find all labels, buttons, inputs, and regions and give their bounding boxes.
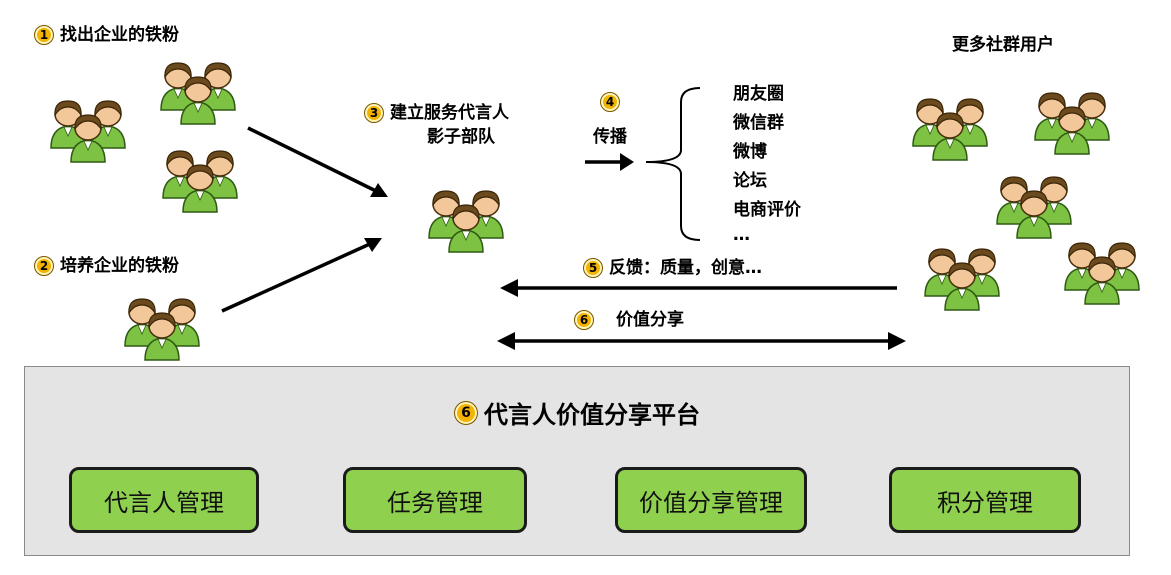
step4-number-badge: 4 xyxy=(600,92,620,112)
channel-item: 电商评价 xyxy=(733,200,801,220)
arrow-spread xyxy=(585,153,634,171)
step3-label: 3 建立服务代言人 xyxy=(364,102,509,124)
step1-number-badge: 1 xyxy=(34,25,54,45)
people-group-icon xyxy=(125,299,199,360)
people-group-icon xyxy=(163,151,237,212)
step5-text: 反馈：质量，创意… xyxy=(609,258,762,278)
channel-item: 微信群 xyxy=(733,113,784,133)
channel-item: 论坛 xyxy=(733,171,767,191)
step4-text: 传播 xyxy=(593,127,627,147)
platform-number-badge: 6 xyxy=(454,400,478,425)
step5-number-badge: 5 xyxy=(583,258,603,278)
arrow-find-to-team xyxy=(247,126,388,197)
channels-brace xyxy=(645,87,701,241)
arrow-train-to-team xyxy=(221,238,382,313)
platform-title-text: 代言人价值分享平台 xyxy=(484,401,700,429)
step3-number-badge: 3 xyxy=(364,103,384,123)
module-spokesperson-mgmt[interactable]: 代言人管理 xyxy=(69,467,259,533)
channel-item: … xyxy=(733,225,750,245)
channel-list: 朋友圈 微信群 微博 论坛 电商评价 … xyxy=(733,80,801,245)
module-value-share-mgmt[interactable]: 价值分享管理 xyxy=(615,467,807,533)
people-group-icon xyxy=(429,191,503,252)
community-label: 更多社群用户 xyxy=(952,35,1054,55)
step6-label: 6 价值分享 xyxy=(574,309,684,331)
step2-text: 培养企业的铁粉 xyxy=(60,256,179,276)
step2-number-badge: 2 xyxy=(34,256,54,276)
module-points-mgmt[interactable]: 积分管理 xyxy=(889,467,1081,533)
step4-number-wrap: 4 xyxy=(600,92,626,112)
step2-label: 2 培养企业的铁粉 xyxy=(34,255,179,277)
arrow-value-share xyxy=(497,332,906,350)
channel-item: 微博 xyxy=(733,142,767,162)
step3-text-line1: 建立服务代言人 xyxy=(390,103,509,123)
module-task-mgmt[interactable]: 任务管理 xyxy=(343,467,527,533)
step5-label: 5 反馈：质量，创意… xyxy=(583,257,762,279)
people-group-icon xyxy=(51,101,125,162)
step3-text-line2: 影子部队 xyxy=(427,127,495,147)
people-group-icon xyxy=(161,63,235,124)
step1-text: 找出企业的铁粉 xyxy=(60,25,179,45)
channel-item: 朋友圈 xyxy=(733,84,784,104)
people-group-icon xyxy=(913,99,987,160)
arrow-feedback xyxy=(500,279,897,297)
people-group-icon xyxy=(925,249,999,310)
step6-text: 价值分享 xyxy=(616,310,684,330)
step1-label: 1 找出企业的铁粉 xyxy=(34,24,179,46)
value-share-platform: 6 代言人价值分享平台 代言人管理 任务管理 价值分享管理 积分管理 xyxy=(24,366,1130,556)
people-group-icon xyxy=(997,177,1071,238)
people-group-icon xyxy=(1065,243,1139,304)
step6-number-badge: 6 xyxy=(574,310,594,330)
platform-title: 6 代言人价值分享平台 xyxy=(25,395,1129,430)
people-group-icon xyxy=(1035,93,1109,154)
